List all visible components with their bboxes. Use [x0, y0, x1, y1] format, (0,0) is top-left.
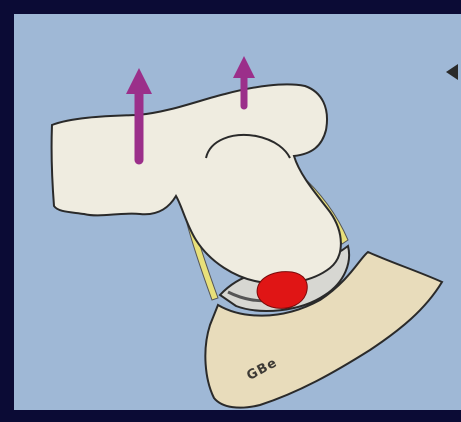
red-lesion — [257, 272, 307, 309]
pointer-icon — [446, 64, 458, 80]
